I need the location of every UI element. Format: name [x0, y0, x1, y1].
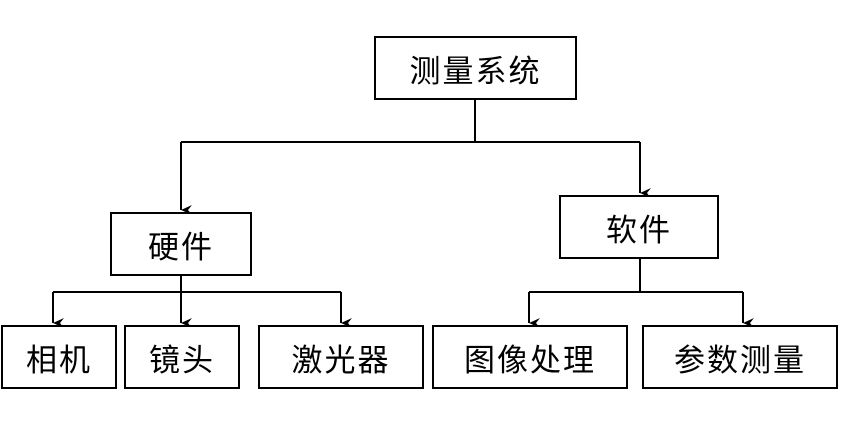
node-label: 激光器 [291, 342, 391, 379]
node-label: 参数测量 [674, 342, 806, 379]
node-label: 硬件 [148, 229, 214, 266]
node-label: 软件 [606, 212, 672, 249]
node-laser: 激光器 [258, 325, 424, 389]
node-software: 软件 [559, 195, 719, 259]
node-lens: 镜头 [124, 325, 240, 389]
node-label: 镜头 [149, 342, 215, 379]
node-image-processing: 图像处理 [432, 325, 628, 389]
node-hardware: 硬件 [110, 212, 252, 276]
node-parameter-measurement: 参数测量 [642, 325, 838, 389]
node-label: 测量系统 [409, 53, 542, 90]
node-label: 相机 [26, 342, 92, 379]
node-measurement-system: 测量系统 [374, 36, 577, 100]
node-label: 图像处理 [464, 342, 596, 379]
node-camera: 相机 [1, 325, 117, 389]
